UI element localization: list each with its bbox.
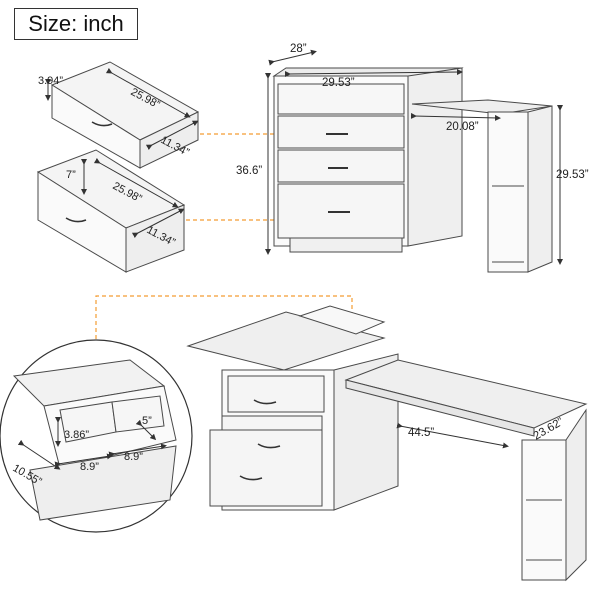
extension-shelf-illustration xyxy=(411,99,553,273)
compartment-width-b-label: 8.9” xyxy=(124,451,143,463)
compartment-detail-circle xyxy=(0,339,193,533)
cabinet-top-width-label: 29.53” xyxy=(322,77,355,89)
extension-height-label: 29.53” xyxy=(556,169,589,181)
cabinet-front-illustration xyxy=(272,67,464,253)
compartment-height-label: 3.86” xyxy=(64,429,89,441)
cabinet-height-label: 36.6” xyxy=(236,165,262,177)
compartment-width-a-label: 8.9” xyxy=(80,461,99,473)
compartment-small-label: 5” xyxy=(142,415,152,427)
drawer-large-illustration xyxy=(36,149,186,273)
drawer1-height-label: 3.94” xyxy=(38,75,63,87)
cabinet-top-depth-label: 28” xyxy=(290,43,307,55)
desk-assembled-illustration xyxy=(186,305,588,582)
extension-width-label: 20.08” xyxy=(446,121,479,133)
desk-length-label: 44.5” xyxy=(408,427,434,439)
callout-line xyxy=(95,295,353,360)
drawer2-height-label: 7” xyxy=(66,169,76,181)
unit-label: Size: inch xyxy=(14,8,138,40)
